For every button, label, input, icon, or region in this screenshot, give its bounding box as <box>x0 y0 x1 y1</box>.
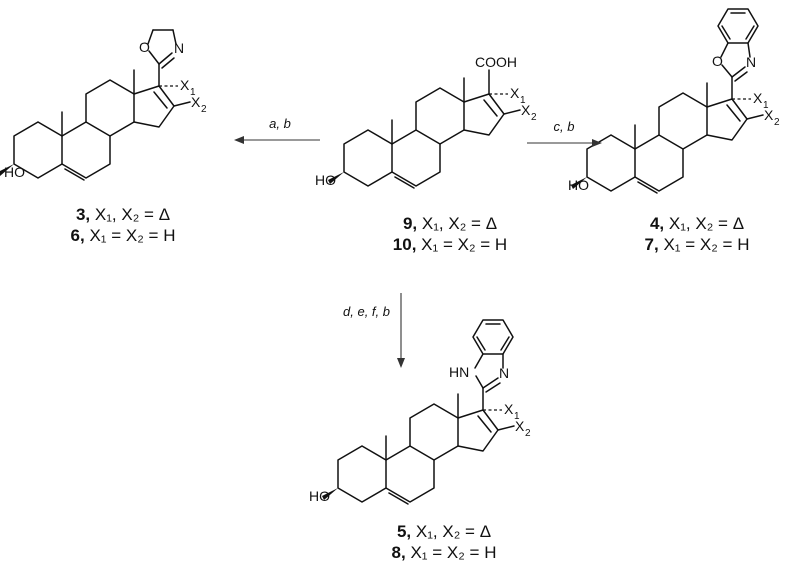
atom-x2: X <box>764 107 774 123</box>
atom-x1: X <box>180 77 190 93</box>
atom-o: O <box>712 53 723 69</box>
caption-9: 9, X₁, X₂ = Δ <box>402 214 498 233</box>
compound-number: 4 <box>649 214 660 233</box>
atom-x2-sub: 2 <box>531 112 537 123</box>
caption-3-6: 3, X₁, X₂ = Δ 6, X₁ = X₂ = H <box>38 204 208 246</box>
condition-down: d, e, f, b <box>343 304 390 319</box>
caption-4-7: 4, X₁, X₂ = Δ 7, X₁ = X₂ = H <box>612 213 782 255</box>
structure-5-8: HO HN N X 1 X 2 <box>309 319 531 505</box>
caption-4: 4, X₁, X₂ = Δ <box>649 214 745 233</box>
caption-6: 6, X₁ = X₂ = H <box>70 226 176 245</box>
compound-definition: X₁, X₂ = Δ <box>668 214 745 233</box>
atom-n: N <box>746 54 756 70</box>
atom-x1: X <box>510 85 520 101</box>
caption-10: 10, X₁ = X₂ = H <box>392 235 508 254</box>
atom-n: N <box>174 40 184 56</box>
caption-5: 5, X₁, X₂ = Δ <box>396 522 492 541</box>
compound-definition: X₁ = X₂ = H <box>663 235 750 254</box>
compound-definition: X₁, X₂ = Δ <box>421 214 498 233</box>
compound-number: 6 <box>70 226 80 245</box>
arrow-down <box>397 293 405 368</box>
atom-x1: X <box>504 401 514 417</box>
caption-3: 3, X₁, X₂ = Δ <box>75 205 171 224</box>
compound-number: 7 <box>644 235 654 254</box>
compound-number: 8 <box>391 543 401 562</box>
compound-number: 3 <box>75 205 86 224</box>
atom-x1: X <box>753 90 763 106</box>
arrow-right <box>527 139 602 147</box>
atom-x1-sub: 1 <box>763 100 769 111</box>
condition-left: a, b <box>269 116 291 131</box>
atom-x2-sub: 2 <box>525 428 531 439</box>
atom-x1-sub: 1 <box>514 411 520 422</box>
compound-number: 9 <box>402 214 413 233</box>
compound-definition: X₁ = X₂ = H <box>89 226 176 245</box>
atom-x2: X <box>521 102 531 118</box>
compound-definition: X₁, X₂ = Δ <box>415 522 492 541</box>
atom-x2-sub: 2 <box>201 104 207 115</box>
atom-ho: HO <box>568 177 589 193</box>
atom-x2: X <box>191 94 201 110</box>
compound-definition: X₁ = X₂ = H <box>421 235 508 254</box>
atom-ho: HO <box>309 488 330 504</box>
atom-x2-sub: 2 <box>774 117 780 128</box>
caption-9-10: 9, X₁, X₂ = Δ 10, X₁ = X₂ = H <box>365 213 535 255</box>
caption-5-8: 5, X₁, X₂ = Δ 8, X₁ = X₂ = H <box>359 521 529 563</box>
caption-7: 7, X₁ = X₂ = H <box>644 235 750 254</box>
condition-right: c, b <box>554 119 575 134</box>
caption-8: 8, X₁ = X₂ = H <box>391 543 497 562</box>
arrow-left <box>234 136 320 144</box>
structure-4-7: HO O N X 1 X 2 <box>568 8 780 194</box>
atom-ho: HO <box>315 172 336 188</box>
atom-x1-sub: 1 <box>190 87 196 98</box>
compound-number: 5 <box>396 522 407 541</box>
atom-o: O <box>139 39 150 55</box>
atom-ho: HO <box>4 164 25 180</box>
structure-3-6: HO O N X 1 X 2 <box>0 29 207 181</box>
structure-9-10: HO COOH X 1 X 2 <box>315 54 537 189</box>
atom-x2: X <box>515 418 525 434</box>
compound-number: 10 <box>392 235 412 254</box>
atom-x1-sub: 1 <box>520 95 526 106</box>
atom-cooh: COOH <box>475 54 517 70</box>
atom-n: N <box>499 365 509 381</box>
compound-definition: X₁, X₂ = Δ <box>94 205 171 224</box>
compound-definition: X₁ = X₂ = H <box>410 543 497 562</box>
atom-hn: HN <box>449 364 469 380</box>
